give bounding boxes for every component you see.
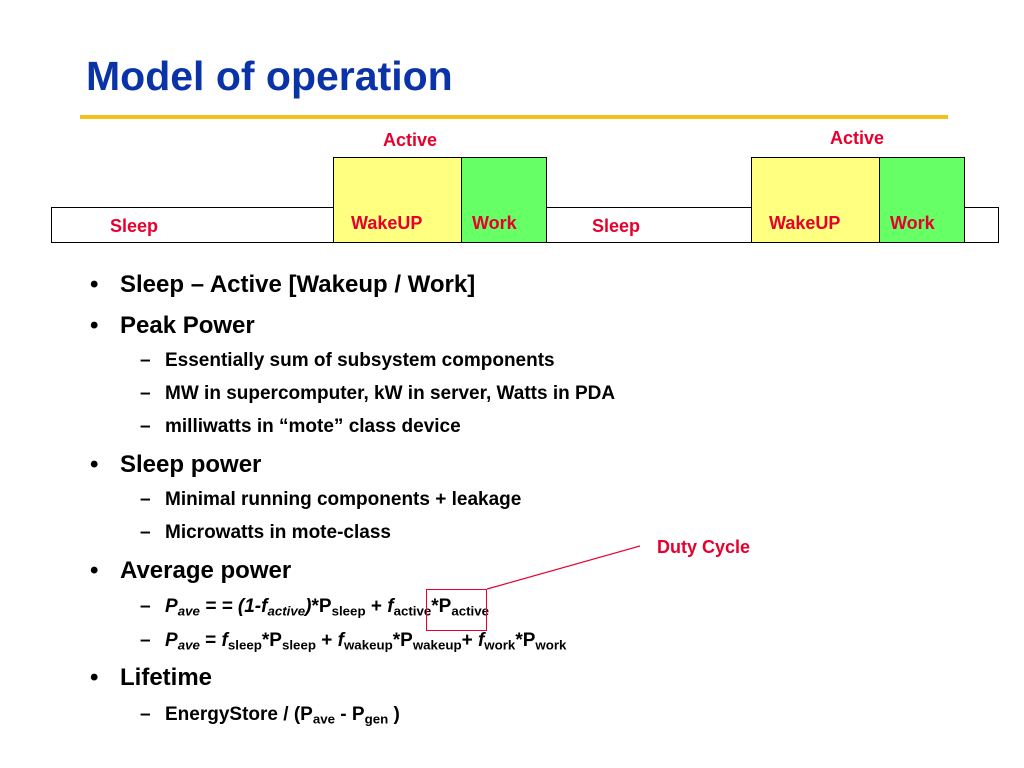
formula-eq: = = (1-: [199, 596, 262, 617]
work-label-2: Work: [890, 213, 935, 233]
sub-bullet-text: Essentially sum of subsystem components: [165, 350, 555, 371]
duty-cycle-highlight-box: [426, 589, 487, 631]
lifetime-prefix: EnergyStore / (P: [165, 704, 313, 725]
sleep-label-2: Sleep: [592, 216, 641, 236]
formula-f2: f: [387, 596, 394, 617]
dash-mark: –: [140, 350, 151, 371]
dash-mark: –: [140, 596, 151, 617]
dash-mark: –: [140, 704, 151, 725]
formula-star-p: *P: [311, 596, 332, 617]
formula-f: f: [261, 596, 268, 617]
formula-f-wakeup: f: [337, 630, 344, 651]
bullet-lifetime: • Lifetime: [90, 663, 212, 693]
formula-sub-wakeup2: wakeup: [412, 637, 462, 653]
formula-sub-wakeup: wakeup: [343, 637, 393, 653]
active-label-1: Active: [383, 130, 438, 150]
sub-bullet-text: Minimal running components + leakage: [165, 489, 522, 510]
formula-close-paren: ): [305, 596, 312, 617]
dash-mark: –: [140, 522, 151, 543]
formula-sub-ave: ave: [177, 637, 200, 653]
bullet-mark: •: [90, 557, 99, 584]
bullet-text: Sleep – Active [Wakeup / Work]: [120, 271, 476, 298]
bullet-text: Peak Power: [120, 312, 255, 339]
slide-title: Model of operation: [86, 53, 453, 99]
formula-p: P: [165, 630, 178, 651]
formula-plus: +: [365, 596, 388, 617]
bullet-peak-power: • Peak Power: [90, 311, 255, 341]
wakeup-label-1: WakeUP: [351, 213, 423, 233]
formula-average-power-1: –Pave = = (1-factive)*Psleep + factive*P…: [140, 594, 489, 624]
formula-sub-work2: work: [535, 637, 567, 653]
bullet-text: Lifetime: [120, 664, 213, 691]
bullet-mark: •: [90, 271, 99, 298]
active-label-2: Active: [830, 128, 885, 148]
formula-sub-sleep: sleep: [227, 637, 262, 653]
lifetime-sub-ave: ave: [312, 711, 336, 727]
duty-cycle-label: Duty Cycle: [657, 537, 751, 557]
formula-p: P: [165, 596, 178, 617]
formula-sub-active3: active: [451, 603, 490, 619]
sub-bullet-mw-kw-watts: –MW in supercomputer, kW in server, Watt…: [140, 381, 615, 407]
bullet-mark: •: [90, 664, 99, 691]
wakeup-label-2: WakeUP: [769, 213, 841, 233]
formula-lifetime: –EnergyStore / (Pave - Pgen ): [140, 702, 400, 732]
dash-mark: –: [140, 416, 151, 437]
formula-plus2: +: [461, 630, 478, 651]
formula-star-p2: *P: [392, 630, 413, 651]
bullet-average-power: • Average power: [90, 556, 291, 586]
title-underline: [80, 115, 948, 119]
formula-star-p3: *P: [515, 630, 536, 651]
sub-bullet-sum-components: –Essentially sum of subsystem components: [140, 348, 555, 374]
lifetime-sub-gen: gen: [364, 711, 389, 727]
sub-bullet-minimal-running: –Minimal running components + leakage: [140, 487, 521, 513]
formula-sub-work: work: [484, 637, 516, 653]
sub-bullet-microwatts: –Microwatts in mote-class: [140, 520, 391, 546]
formula-f-sleep: f: [221, 630, 228, 651]
work-block-2: [879, 157, 965, 243]
work-block-1: [461, 157, 547, 243]
dash-mark: –: [140, 630, 151, 651]
formula-sub-active: active: [267, 603, 306, 619]
formula-f-work: f: [477, 630, 485, 651]
sub-bullet-milliwatts: –milliwatts in “mote” class device: [140, 414, 461, 440]
work-label-1: Work: [472, 213, 517, 233]
sleep-label-1: Sleep: [110, 216, 159, 236]
wakeup-block-2: [751, 157, 880, 243]
dash-mark: –: [140, 489, 151, 510]
formula-eq: =: [199, 630, 222, 651]
formula-sub-active2: active: [393, 603, 432, 619]
bullet-mark: •: [90, 451, 99, 478]
bullet-sleep-power: • Sleep power: [90, 450, 261, 480]
formula-plus1: +: [315, 630, 338, 651]
bullet-text: Sleep power: [120, 451, 262, 478]
sub-bullet-text: Microwatts in mote-class: [165, 522, 391, 543]
formula-star-p2: *P: [431, 596, 452, 617]
formula-sub-sleep2: sleep: [281, 637, 316, 653]
sub-bullet-text: MW in supercomputer, kW in server, Watts…: [165, 383, 616, 404]
bullet-sleep-active: • Sleep – Active [Wakeup / Work]: [90, 270, 475, 300]
formula-average-power-2: –Pave = fsleep*Psleep + fwakeup*Pwakeup+…: [140, 628, 566, 658]
lifetime-suffix: ): [388, 704, 400, 725]
formula-sub-ave: ave: [177, 603, 200, 619]
bullet-text: Average power: [120, 557, 292, 584]
dash-mark: –: [140, 383, 151, 404]
formula-star-p1: *P: [261, 630, 282, 651]
lifetime-minus: - P: [335, 704, 365, 725]
sub-bullet-text: milliwatts in “mote” class device: [165, 416, 461, 437]
formula-sub-sleep: sleep: [331, 603, 366, 619]
bullet-mark: •: [90, 312, 99, 339]
